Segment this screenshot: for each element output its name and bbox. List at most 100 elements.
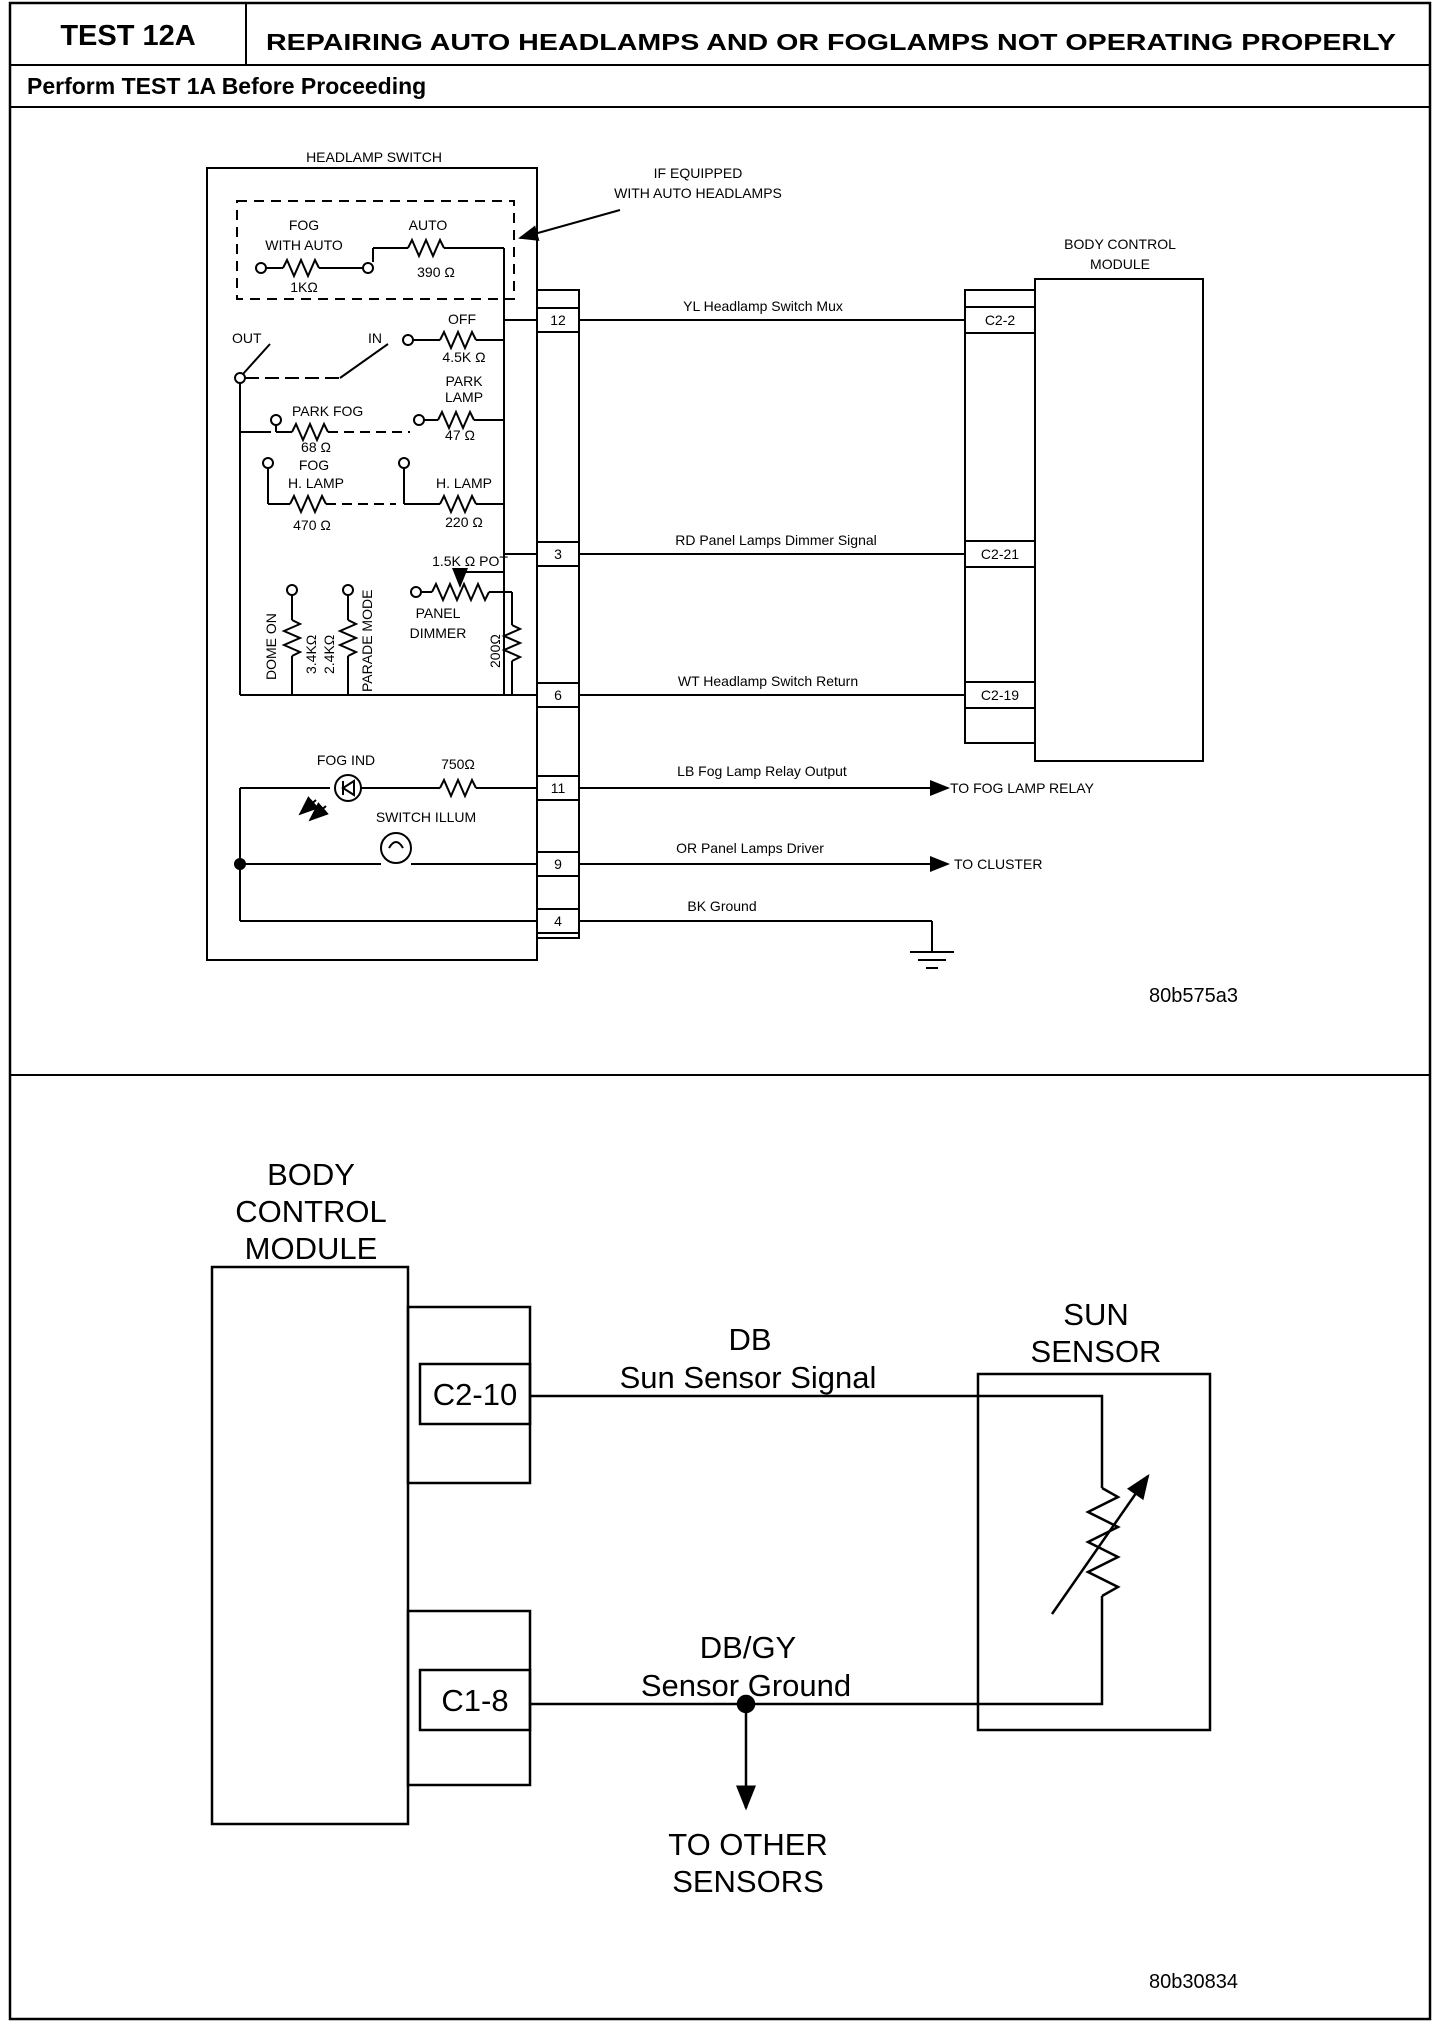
- wire-db-name: Sun Sensor Signal: [620, 1360, 877, 1395]
- bcm-pin-label-c2-21: C2-21: [981, 546, 1019, 562]
- fog-hlamp-res-label: 470 Ω: [293, 517, 331, 533]
- lever-pivot: [234, 372, 246, 384]
- pot-resistor: [431, 581, 490, 603]
- page-border: [8, 1, 1432, 2021]
- wire-db-gy: [530, 1596, 1104, 1706]
- switch-illum-label: SWITCH ILLUM: [376, 809, 476, 825]
- hlamp-terminal: [398, 457, 410, 469]
- bcm-module-box: [1034, 278, 1204, 762]
- fog-ind-light-1: [308, 802, 329, 822]
- to-other-line2: SENSORS: [672, 1864, 824, 1899]
- sun-sensor-title-line2: SENSOR: [1031, 1334, 1162, 1369]
- headlamp-switch-labels: HEADLAMP SWITCH IF EQUIPPED WITH AUTO HE…: [232, 149, 1238, 1007]
- park-fog-resistor: [291, 421, 329, 443]
- pot-label: 1.5K Ω POT: [432, 553, 508, 569]
- bcm2-title-line1: BODY: [267, 1157, 355, 1192]
- fog-ind-icon: [334, 774, 362, 802]
- bcm-title-line1: BODY CONTROL: [1064, 236, 1176, 252]
- off-label: OFF: [448, 311, 476, 327]
- wire-db-gy-name: Sensor Ground: [641, 1668, 851, 1703]
- dome-terminal: [286, 584, 298, 596]
- switch-illum-filament: [388, 841, 404, 849]
- fog-label: FOG: [289, 217, 319, 233]
- fog-auto-terminal-right: [362, 262, 374, 274]
- fog-hlamp-resistor: [289, 493, 327, 515]
- auto-res-label: 390 Ω: [417, 264, 455, 280]
- auto-headlamp-section: [236, 200, 515, 300]
- wire-label-or: OR Panel Lamps Driver: [676, 840, 824, 856]
- to-other-line1: TO OTHER: [668, 1827, 828, 1862]
- dimmer-res-label: 200Ω: [487, 634, 503, 668]
- bcm-pin-box-c2-2: [964, 306, 1036, 334]
- prerequisite: Perform TEST 1A Before Proceeding: [27, 73, 426, 99]
- auto-resistor: [407, 237, 445, 259]
- out-label: OUT: [232, 330, 262, 346]
- off-terminal: [402, 334, 414, 346]
- dimmer-label: DIMMER: [410, 625, 467, 641]
- switch-connector: [536, 289, 580, 939]
- park-fog-res-label: 68 Ω: [301, 439, 331, 455]
- bcm2-module-box: [210, 1265, 410, 1826]
- headlamp-switch-diagram: [206, 167, 1204, 969]
- park-lamp-res-label: 47 Ω: [445, 427, 475, 443]
- bcm2-pin-box-c1-8: [418, 1668, 532, 1732]
- fog-ind-res-label: 750Ω: [441, 756, 475, 772]
- test-id: TEST 12A: [60, 20, 195, 52]
- pin-label-9: 9: [554, 856, 562, 872]
- hlamp-res-label: 220 Ω: [445, 514, 483, 530]
- wire-label-bk: BK Ground: [687, 898, 756, 914]
- photo-resistor: [1085, 1486, 1121, 1598]
- bcm2-title-line2: CONTROL: [235, 1194, 387, 1229]
- parade-resistor: [337, 619, 359, 657]
- to-cluster-label: TO CLUSTER: [954, 856, 1042, 872]
- fog-auto-resistor: [282, 257, 320, 279]
- figure-id-1: 80b575a3: [1149, 985, 1238, 1007]
- hlamp-resistor: [439, 493, 477, 515]
- with-auto-label: WITH AUTO: [265, 237, 343, 253]
- fog-hlamp-label: H. LAMP: [288, 475, 344, 491]
- bcm-pin-label-c2-2: C2-2: [985, 312, 1016, 328]
- bcm-pin-label-c2-19: C2-19: [981, 687, 1019, 703]
- sun-sensor-title-line1: SUN: [1063, 1297, 1128, 1332]
- panel-label: PANEL: [416, 605, 461, 621]
- hlamp-label: H. LAMP: [436, 475, 492, 491]
- park-lamp-terminal: [413, 414, 425, 426]
- fog-ind-label: FOG IND: [317, 752, 375, 768]
- auto-note-line2: WITH AUTO HEADLAMPS: [614, 185, 782, 201]
- auto-note-line1: IF EQUIPPED: [654, 165, 743, 181]
- callout-arrow: [518, 209, 621, 241]
- dome-res-label: 3.4KΩ: [303, 635, 319, 674]
- to-fog-relay-label: TO FOG LAMP RELAY: [950, 780, 1095, 796]
- fog-ind-light-2: [298, 796, 319, 816]
- park-label: PARK: [445, 373, 483, 389]
- lever-in: [339, 343, 389, 379]
- fog-res-label: 1KΩ: [290, 279, 318, 295]
- dimmer-resistor: [501, 624, 523, 662]
- park-fog-label: PARK FOG: [292, 403, 363, 419]
- pin-label-4: 4: [554, 913, 562, 929]
- switch-title: HEADLAMP SWITCH: [306, 149, 442, 165]
- wire-db: [530, 1394, 1104, 1488]
- wire-label-rd: RD Panel Lamps Dimmer Signal: [675, 532, 877, 548]
- parade-terminal: [342, 584, 354, 596]
- dome-resistor: [281, 619, 303, 657]
- sun-sensor-labels: BODY CONTROL MODULE C2-10 C1-8 DB Sun Se…: [235, 1157, 1238, 1993]
- lever-out: [242, 343, 271, 375]
- pin-label-6: 6: [554, 687, 562, 703]
- lamp-label: LAMP: [445, 389, 483, 405]
- header: TEST 12A REPAIRING AUTO HEADLAMPS AND OR…: [8, 1, 1432, 2021]
- fog-auto-terminal-left: [255, 262, 267, 274]
- wire-db-color: DB: [728, 1322, 771, 1357]
- wire-label-yl: YL Headlamp Switch Mux: [683, 298, 843, 314]
- pin-label-3: 3: [554, 546, 562, 562]
- bcm-pin-box-c2-19: [964, 681, 1036, 709]
- in-label: IN: [368, 330, 382, 346]
- illum-junction: [234, 858, 246, 870]
- wire-db-gy-color: DB/GY: [700, 1630, 796, 1665]
- auto-label: AUTO: [409, 217, 448, 233]
- bcm2-pin-label-c1-8: C1-8: [441, 1683, 508, 1718]
- fog-hl-label: FOG: [299, 457, 329, 473]
- pin-label-12: 12: [550, 312, 566, 328]
- test-title: REPAIRING AUTO HEADLAMPS AND OR FOGLAMPS…: [266, 29, 1396, 55]
